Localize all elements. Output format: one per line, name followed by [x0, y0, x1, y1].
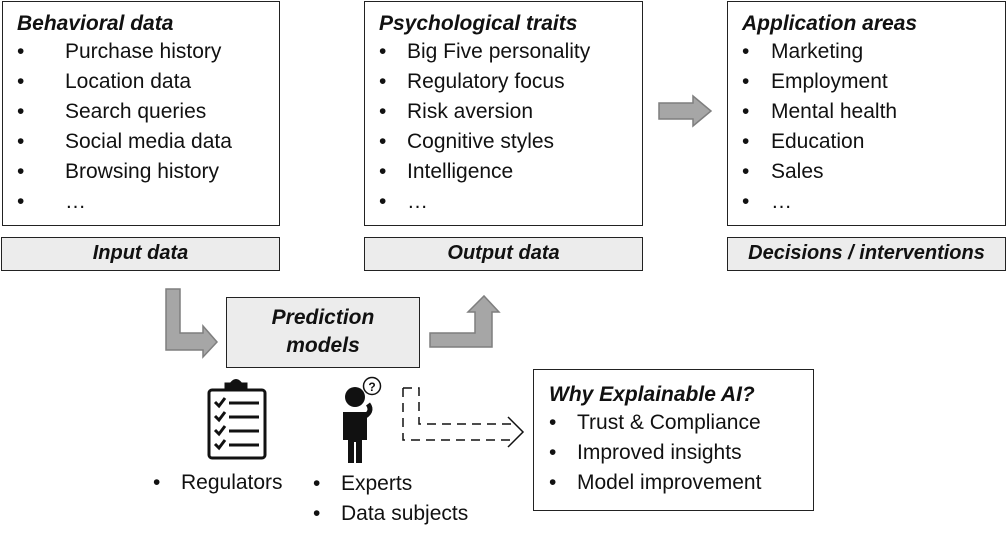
list-item: •Employment	[742, 70, 888, 93]
decisions-interventions-label: Decisions / interventions	[727, 237, 1006, 271]
list-item: •…	[17, 190, 86, 213]
list-item: •Marketing	[742, 40, 864, 63]
list-item: •Trust & Compliance	[549, 411, 761, 434]
list-item: •Sales	[742, 160, 824, 183]
behavioral-data-box: Behavioral data •Purchase history •Locat…	[2, 1, 280, 226]
list-item: •…	[742, 190, 792, 213]
why-xai-list: •Trust & Compliance •Improved insights •…	[549, 408, 813, 498]
why-xai-title: Why Explainable AI?	[549, 383, 755, 406]
list-item: •Model improvement	[549, 471, 762, 494]
list-item: •…	[379, 190, 428, 213]
list-item: •Education	[742, 130, 865, 153]
application-areas-title: Application areas	[742, 12, 918, 35]
prediction-models-line2: models	[286, 334, 360, 357]
list-item: •Improved insights	[549, 441, 742, 464]
list-item: •Search queries	[17, 100, 207, 123]
list-item: •Mental health	[742, 100, 898, 123]
svg-text:?: ?	[368, 380, 375, 394]
stakeholder-experts: •Experts	[313, 472, 413, 495]
clipboard-checklist-icon	[207, 379, 267, 460]
arrow-dashed-to-xai	[402, 387, 525, 448]
list-item: •Risk aversion	[379, 100, 534, 123]
list-item: •Big Five personality	[379, 40, 591, 63]
arrow-model-to-output	[429, 294, 501, 348]
list-item: •Purchase history	[17, 40, 222, 63]
list-item: •Browsing history	[17, 160, 220, 183]
arrow-input-to-model	[165, 288, 219, 359]
person-thinking-icon: ?	[343, 376, 382, 463]
list-item: •Regulatory focus	[379, 70, 565, 93]
behavioral-data-list: •Purchase history •Location data •Search…	[17, 37, 279, 217]
psychological-traits-title: Psychological traits	[379, 12, 578, 35]
psychological-traits-box: Psychological traits •Big Five personali…	[364, 1, 643, 226]
prediction-models-line1: Prediction	[271, 306, 375, 329]
input-data-label: Input data	[1, 237, 280, 271]
stakeholder-regulators: •Regulators	[153, 471, 283, 494]
list-item: •Intelligence	[379, 160, 514, 183]
stakeholder-data-subjects: •Data subjects	[313, 502, 469, 525]
arrow-output-to-application	[658, 94, 713, 128]
list-item: •Cognitive styles	[379, 130, 555, 153]
list-item: •Location data	[17, 70, 192, 93]
psychological-traits-list: •Big Five personality •Regulatory focus …	[379, 37, 642, 217]
application-areas-list: •Marketing •Employment •Mental health •E…	[742, 37, 1005, 217]
why-xai-box: Why Explainable AI? •Trust & Compliance …	[533, 369, 814, 511]
output-data-label: Output data	[364, 237, 643, 271]
list-item: •Social media data	[17, 130, 232, 153]
application-areas-box: Application areas •Marketing •Employment…	[727, 1, 1006, 226]
behavioral-data-title: Behavioral data	[17, 12, 174, 35]
prediction-models-box: Prediction models	[226, 297, 420, 368]
